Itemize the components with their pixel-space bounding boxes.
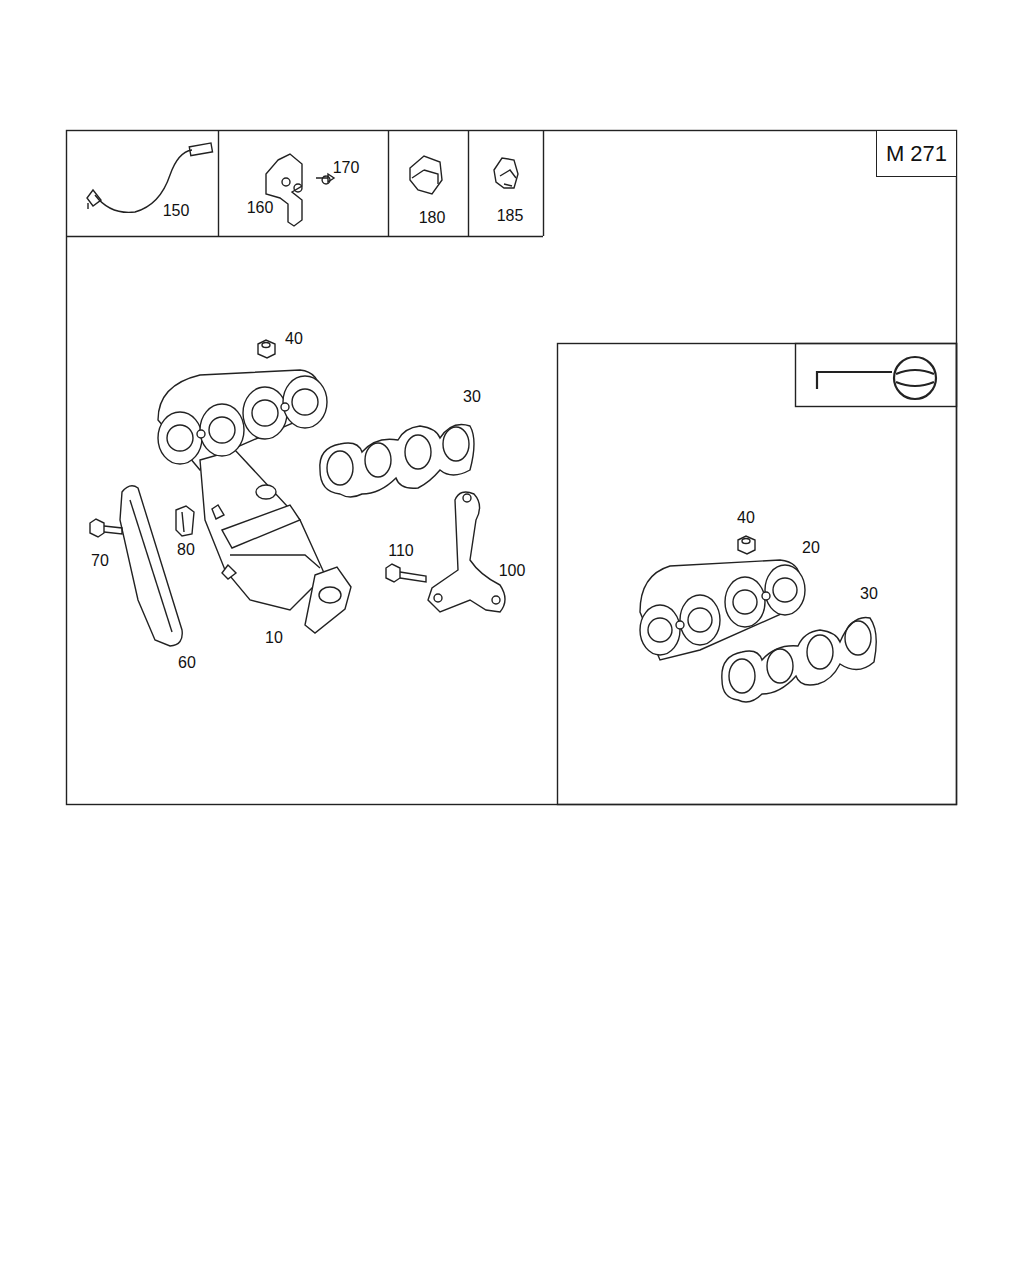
heat-shield [120, 486, 182, 646]
variant-panel [558, 344, 957, 805]
manifold-catalyst [158, 370, 351, 633]
nut [258, 340, 275, 358]
callout-number: 160 [247, 200, 274, 216]
callout-number: 30 [860, 586, 878, 602]
callout-number: 180 [419, 210, 446, 226]
symbol-box [796, 344, 957, 407]
frame-line [66, 236, 543, 237]
clip [410, 156, 442, 194]
callout-number: 30 [463, 389, 481, 405]
callout-number: 70 [91, 553, 109, 569]
callout-number: 185 [497, 208, 524, 224]
callout-number: 80 [177, 542, 195, 558]
callout-number: 150 [163, 203, 190, 219]
oxygen-sensor [87, 143, 213, 212]
bolt [386, 564, 426, 582]
callout-number: 170 [333, 160, 360, 176]
gasket [722, 618, 876, 703]
variant-symbol [817, 357, 936, 399]
callout-number: 20 [802, 540, 820, 556]
engine-code-box: M 271 [876, 130, 957, 177]
bolt [90, 519, 122, 537]
clip [494, 158, 518, 188]
outer-frame [67, 131, 957, 805]
callout-number: 60 [178, 655, 196, 671]
bracket [266, 154, 334, 226]
gasket [320, 425, 474, 498]
callout-number: 40 [285, 331, 303, 347]
frame-line [218, 130, 219, 236]
callout-number: 100 [499, 563, 526, 579]
nut [738, 536, 755, 554]
callout-number: 110 [388, 543, 414, 559]
callout-number: 10 [265, 630, 283, 646]
clip [176, 506, 194, 536]
support-bracket [428, 492, 505, 612]
frame-line [543, 130, 544, 236]
frame-line [468, 130, 469, 236]
callout-number: 40 [737, 510, 755, 526]
exhaust-manifold [640, 560, 805, 660]
frame-line [388, 130, 389, 236]
engine-code: M 271 [886, 143, 947, 165]
